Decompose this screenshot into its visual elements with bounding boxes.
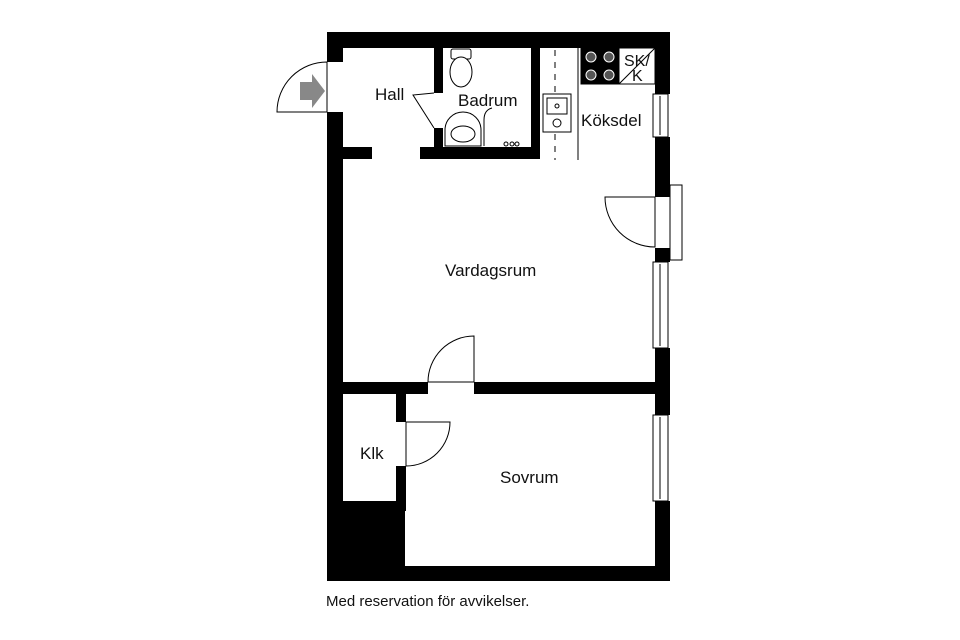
room-label-koksdel: Köksdel	[581, 111, 641, 130]
kitchen-sink-icon	[542, 93, 572, 133]
outer-walls	[327, 32, 670, 581]
wall-right-5	[655, 501, 670, 581]
wall-hall-bath-lower	[434, 128, 443, 158]
wall-right-3	[655, 248, 670, 262]
bathroom-door	[412, 92, 435, 129]
wall-top	[327, 32, 670, 48]
closet-door	[405, 421, 451, 467]
bathroom-fixtures	[444, 48, 520, 147]
wall-left-top	[327, 32, 343, 62]
entrance-arrow-icon	[300, 74, 325, 108]
wall-bath-kitchen	[531, 48, 540, 159]
balcony-door	[604, 196, 656, 248]
wall-left	[327, 112, 343, 581]
wall-bath-bottom	[420, 147, 540, 159]
disclaimer-text: Med reservation för avvikelser.	[326, 593, 530, 610]
wall-middle-right	[474, 382, 670, 394]
room-label-hall: Hall	[375, 85, 404, 104]
wall-closet-lower	[396, 466, 406, 511]
room-label-vardagsrum: Vardagsrum	[445, 261, 536, 280]
bedroom-door	[427, 335, 475, 383]
stove-icon	[580, 47, 620, 85]
shaft	[343, 510, 405, 566]
faucet-icon	[483, 107, 520, 147]
toilet-icon	[449, 48, 473, 88]
wall-right-4	[655, 348, 670, 415]
wall-right-2	[655, 137, 670, 197]
wall-middle-left	[343, 382, 428, 394]
cabinet-label-bottom: K	[632, 68, 643, 85]
wall-hall-stub	[343, 147, 372, 159]
kitchen-fixtures	[542, 47, 656, 160]
windows	[652, 93, 683, 502]
room-label-klk: Klk	[360, 444, 384, 463]
room-label-badrum: Badrum	[458, 91, 518, 110]
wall-hall-bath-upper	[434, 48, 443, 93]
wall-closet-bottom	[343, 501, 405, 511]
wall-closet-upper	[396, 394, 406, 422]
room-label-sovrum: Sovrum	[500, 468, 559, 487]
cabinet-label-top: SK/	[624, 53, 650, 70]
sink-icon	[444, 111, 482, 147]
wall-right-1	[655, 32, 670, 94]
wall-bottom	[327, 566, 670, 581]
balcony-frame	[669, 184, 683, 261]
interior-walls	[343, 48, 670, 511]
